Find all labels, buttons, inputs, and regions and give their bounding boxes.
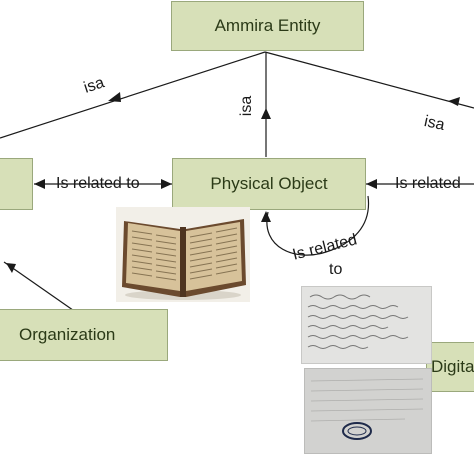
isa-label-center: isa xyxy=(238,95,256,117)
isa-arrow-center xyxy=(261,108,271,119)
organization-label: Organization xyxy=(19,325,116,344)
isa-arrow-left xyxy=(108,92,121,102)
handwritten-document-1 xyxy=(301,286,432,364)
organization-node[interactable]: Organization xyxy=(0,309,168,361)
related-self-edge xyxy=(266,195,370,256)
isa-edge-right xyxy=(264,51,474,109)
related-arrow-left-start xyxy=(161,179,172,189)
digital-node[interactable]: Digita xyxy=(426,342,474,392)
related-arrow-right xyxy=(366,179,377,189)
related-self-arrow xyxy=(261,211,271,222)
organization-arrow xyxy=(6,263,16,273)
ammira-entity-node[interactable]: Ammira Entity xyxy=(171,1,364,51)
physical-object-label: Physical Object xyxy=(210,174,328,193)
left-partial-node[interactable] xyxy=(0,158,33,210)
book-photo xyxy=(116,207,250,302)
handwritten-document-2 xyxy=(304,368,432,454)
is-related-self-label-line2: to xyxy=(329,261,343,278)
is-related-to-label-left: Is related to xyxy=(56,175,140,192)
physical-object-node[interactable]: Physical Object xyxy=(172,158,366,210)
related-arrow-left-end xyxy=(34,179,45,189)
is-related-label-right: Is related xyxy=(395,175,461,192)
isa-arrow-right xyxy=(448,97,460,106)
ammira-entity-label: Ammira Entity xyxy=(214,16,321,35)
digital-label: Digita xyxy=(431,357,474,376)
isa-edge-left xyxy=(0,51,266,139)
organization-edge xyxy=(3,261,81,316)
